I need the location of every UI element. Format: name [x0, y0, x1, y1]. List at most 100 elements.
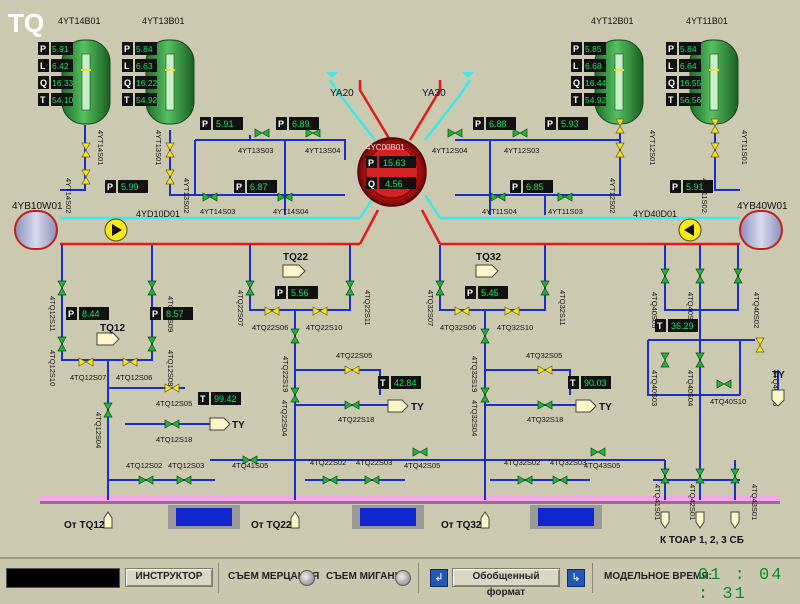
valve-4TQ22S02[interactable]: 4TQ22S02: [310, 458, 346, 485]
valve-4YT14S01[interactable]: 4YT14S01: [81, 130, 105, 165]
tag-tq12[interactable]: TQ12: [96, 323, 125, 346]
valve-4TQ40S06[interactable]: 4TQ40S06: [755, 337, 780, 406]
valve-4TQ12S18[interactable]: 4TQ12S18: [156, 419, 192, 444]
valve-4TQ40S03[interactable]: 4TQ40S03: [650, 352, 670, 406]
valve-4YT13S02[interactable]: 4YT13S02: [165, 169, 191, 213]
valve-4YT14S02[interactable]: 4YT14S02: [64, 169, 91, 213]
valve-4TQ12S10[interactable]: 4TQ12S10: [48, 336, 67, 386]
valve-4TQ32S18[interactable]: 4TQ32S18: [527, 400, 563, 424]
valve-4TQ32S02[interactable]: 4TQ32S02: [504, 458, 540, 485]
valve-4TQ32S07[interactable]: 4TQ32S07: [426, 280, 445, 326]
readout-value: 6.89: [292, 119, 310, 129]
valve-4TQ22S06[interactable]: 4TQ22S06: [252, 306, 288, 332]
svg-text:От TQ12: От TQ12: [64, 520, 105, 531]
blink-reset-button[interactable]: [395, 570, 411, 586]
message-field[interactable]: [6, 568, 120, 588]
source-from-tq12[interactable]: От TQ12: [64, 511, 113, 531]
valve-4TQ32S11[interactable]: 4TQ32S11: [540, 280, 567, 326]
ty-output-2[interactable]: TY: [387, 399, 424, 413]
valve-4TQ40S04[interactable]: 4TQ40S04: [686, 352, 705, 406]
nav-back-icon[interactable]: ↲: [430, 569, 448, 587]
valve-4YT14S04[interactable]: 4YT14S04: [273, 192, 308, 216]
instructor-button[interactable]: ИНСТРУКТОР: [125, 568, 213, 587]
valve-4TQ22S05[interactable]: 4TQ22S05: [336, 351, 372, 375]
valve-4YT11S01[interactable]: 4YT11S01: [710, 118, 749, 165]
valve-label: 4TQ32S07: [426, 290, 435, 326]
svg-text:P: P: [68, 309, 74, 319]
valve-4TQ32S04[interactable]: 4TQ32S04: [470, 387, 490, 436]
tag-tq22[interactable]: TQ22: [282, 252, 308, 278]
svg-text:T: T: [200, 394, 206, 404]
valve-4TQ22S04[interactable]: 4TQ22S04: [280, 387, 300, 436]
valve-4TQ41S05[interactable]: 4TQ41S05: [232, 455, 268, 470]
valve-4YT11S04[interactable]: 4YT11S04: [482, 192, 517, 216]
readout-value: 6.85: [526, 182, 544, 192]
valve-4TQ12S02[interactable]: 4TQ12S02: [126, 461, 162, 485]
valve-4TQ42S01[interactable]: 4TQ42S01: [688, 468, 705, 520]
valve-4TQ32S19[interactable]: 4TQ32S19: [470, 328, 490, 392]
valve-4TQ32S03[interactable]: 4TQ32S03: [550, 458, 586, 485]
valve-4YT13S01[interactable]: 4YT13S01: [154, 130, 175, 165]
valve-4TQ40S05[interactable]: 4TQ40S05: [650, 268, 670, 328]
svg-text:К ТОАР 1, 2, 3 СБ: К ТОАР 1, 2, 3 СБ: [660, 535, 744, 546]
valve-4YT13S04[interactable]: 4YT13S04: [305, 128, 340, 155]
valve-4TQ32S10[interactable]: 4TQ32S10: [497, 306, 533, 332]
valve-4TQ40S10[interactable]: 4TQ40S10: [710, 379, 746, 406]
flicker-reset-button[interactable]: [299, 570, 315, 586]
ty-output-4[interactable]: TY: [771, 370, 785, 407]
valve-4TQ22S18[interactable]: 4TQ22S18: [338, 400, 374, 424]
valve-4YT11S03[interactable]: 4YT11S03: [548, 192, 583, 216]
steam-generator-right[interactable]: [739, 210, 783, 250]
valve-4TQ22S10[interactable]: 4TQ22S10: [306, 306, 342, 332]
valve-4YT12S03[interactable]: 4YT12S03: [504, 128, 539, 155]
general-format-button[interactable]: Обобщенный формат: [452, 568, 560, 598]
valve-4TQ12S04[interactable]: 4TQ12S04: [94, 402, 113, 448]
tag-tq32[interactable]: TQ32: [475, 252, 501, 278]
valve-4TQ22S11[interactable]: 4TQ22S11: [345, 280, 372, 326]
valve-4TQ43S01[interactable]: 4TQ43S01: [730, 468, 759, 520]
svg-text:TY: TY: [232, 420, 245, 431]
valve-4TQ40S02[interactable]: 4TQ40S02: [733, 268, 761, 328]
valve-4TQ32S05[interactable]: 4TQ32S05: [526, 351, 562, 375]
valve-4YT14S03[interactable]: 4YT14S03: [200, 192, 235, 216]
valve-group: 4YT13S03 4YT13S04 4YT12S04 4YT12S03 4YT14S03…: [48, 118, 780, 520]
valve-4TQ12S07[interactable]: 4TQ12S07: [70, 357, 106, 382]
readout-value: 5.56: [291, 288, 309, 298]
valve-4TQ43S05[interactable]: 4TQ43S05: [584, 447, 620, 470]
valve-4TQ12S08[interactable]: 4TQ12S08: [147, 336, 175, 386]
source-from-tq32[interactable]: От TQ32: [441, 511, 490, 531]
outlet-to-toar[interactable]: К ТОАР 1, 2, 3 СБ: [660, 511, 744, 546]
valve-4TQ12S03[interactable]: 4TQ12S03: [168, 461, 204, 485]
valve-4TQ22S07[interactable]: 4TQ22S07: [236, 280, 255, 326]
svg-text:P: P: [152, 309, 158, 319]
tank-label: 4YT12B01: [591, 16, 634, 26]
ty-output-1[interactable]: TY: [209, 417, 245, 431]
valve-4TQ22S03[interactable]: 4TQ22S03: [356, 458, 392, 485]
steam-generator-left[interactable]: [14, 210, 58, 250]
valve-4YT11S02[interactable]: 4YT11S02: [700, 142, 720, 213]
valve-4TQ12S11[interactable]: 4TQ12S11: [48, 280, 67, 332]
valve-4YT12S01[interactable]: 4YT12S01: [615, 118, 657, 165]
ty-output-3[interactable]: TY: [575, 399, 612, 413]
valve-4TQ12S05[interactable]: 4TQ12S05: [156, 383, 192, 408]
valve-4YT13S03[interactable]: 4YT13S03: [238, 128, 273, 155]
valve-4YT12S04[interactable]: 4YT12S04: [432, 128, 467, 155]
valve-4TQ41S01[interactable]: 4TQ41S01: [653, 468, 670, 520]
readout-value: 36.29: [671, 321, 694, 331]
valve-4YT12S02[interactable]: 4YT12S02: [608, 142, 625, 213]
source-from-tq22[interactable]: От TQ22: [251, 511, 300, 531]
nav-forward-icon[interactable]: ↳: [567, 569, 585, 587]
valve-4TQ12S06[interactable]: 4TQ12S06: [116, 357, 152, 382]
valve-4TQ22S19[interactable]: 4TQ22S19: [281, 328, 300, 392]
valve-4TQ42S05[interactable]: 4TQ42S05: [404, 447, 440, 470]
valve-4TQ40S01[interactable]: 4TQ40S01: [686, 268, 705, 328]
valve-4TQ32S06[interactable]: 4TQ32S06: [440, 306, 476, 332]
valve-label: 4TQ41S01: [653, 484, 662, 520]
